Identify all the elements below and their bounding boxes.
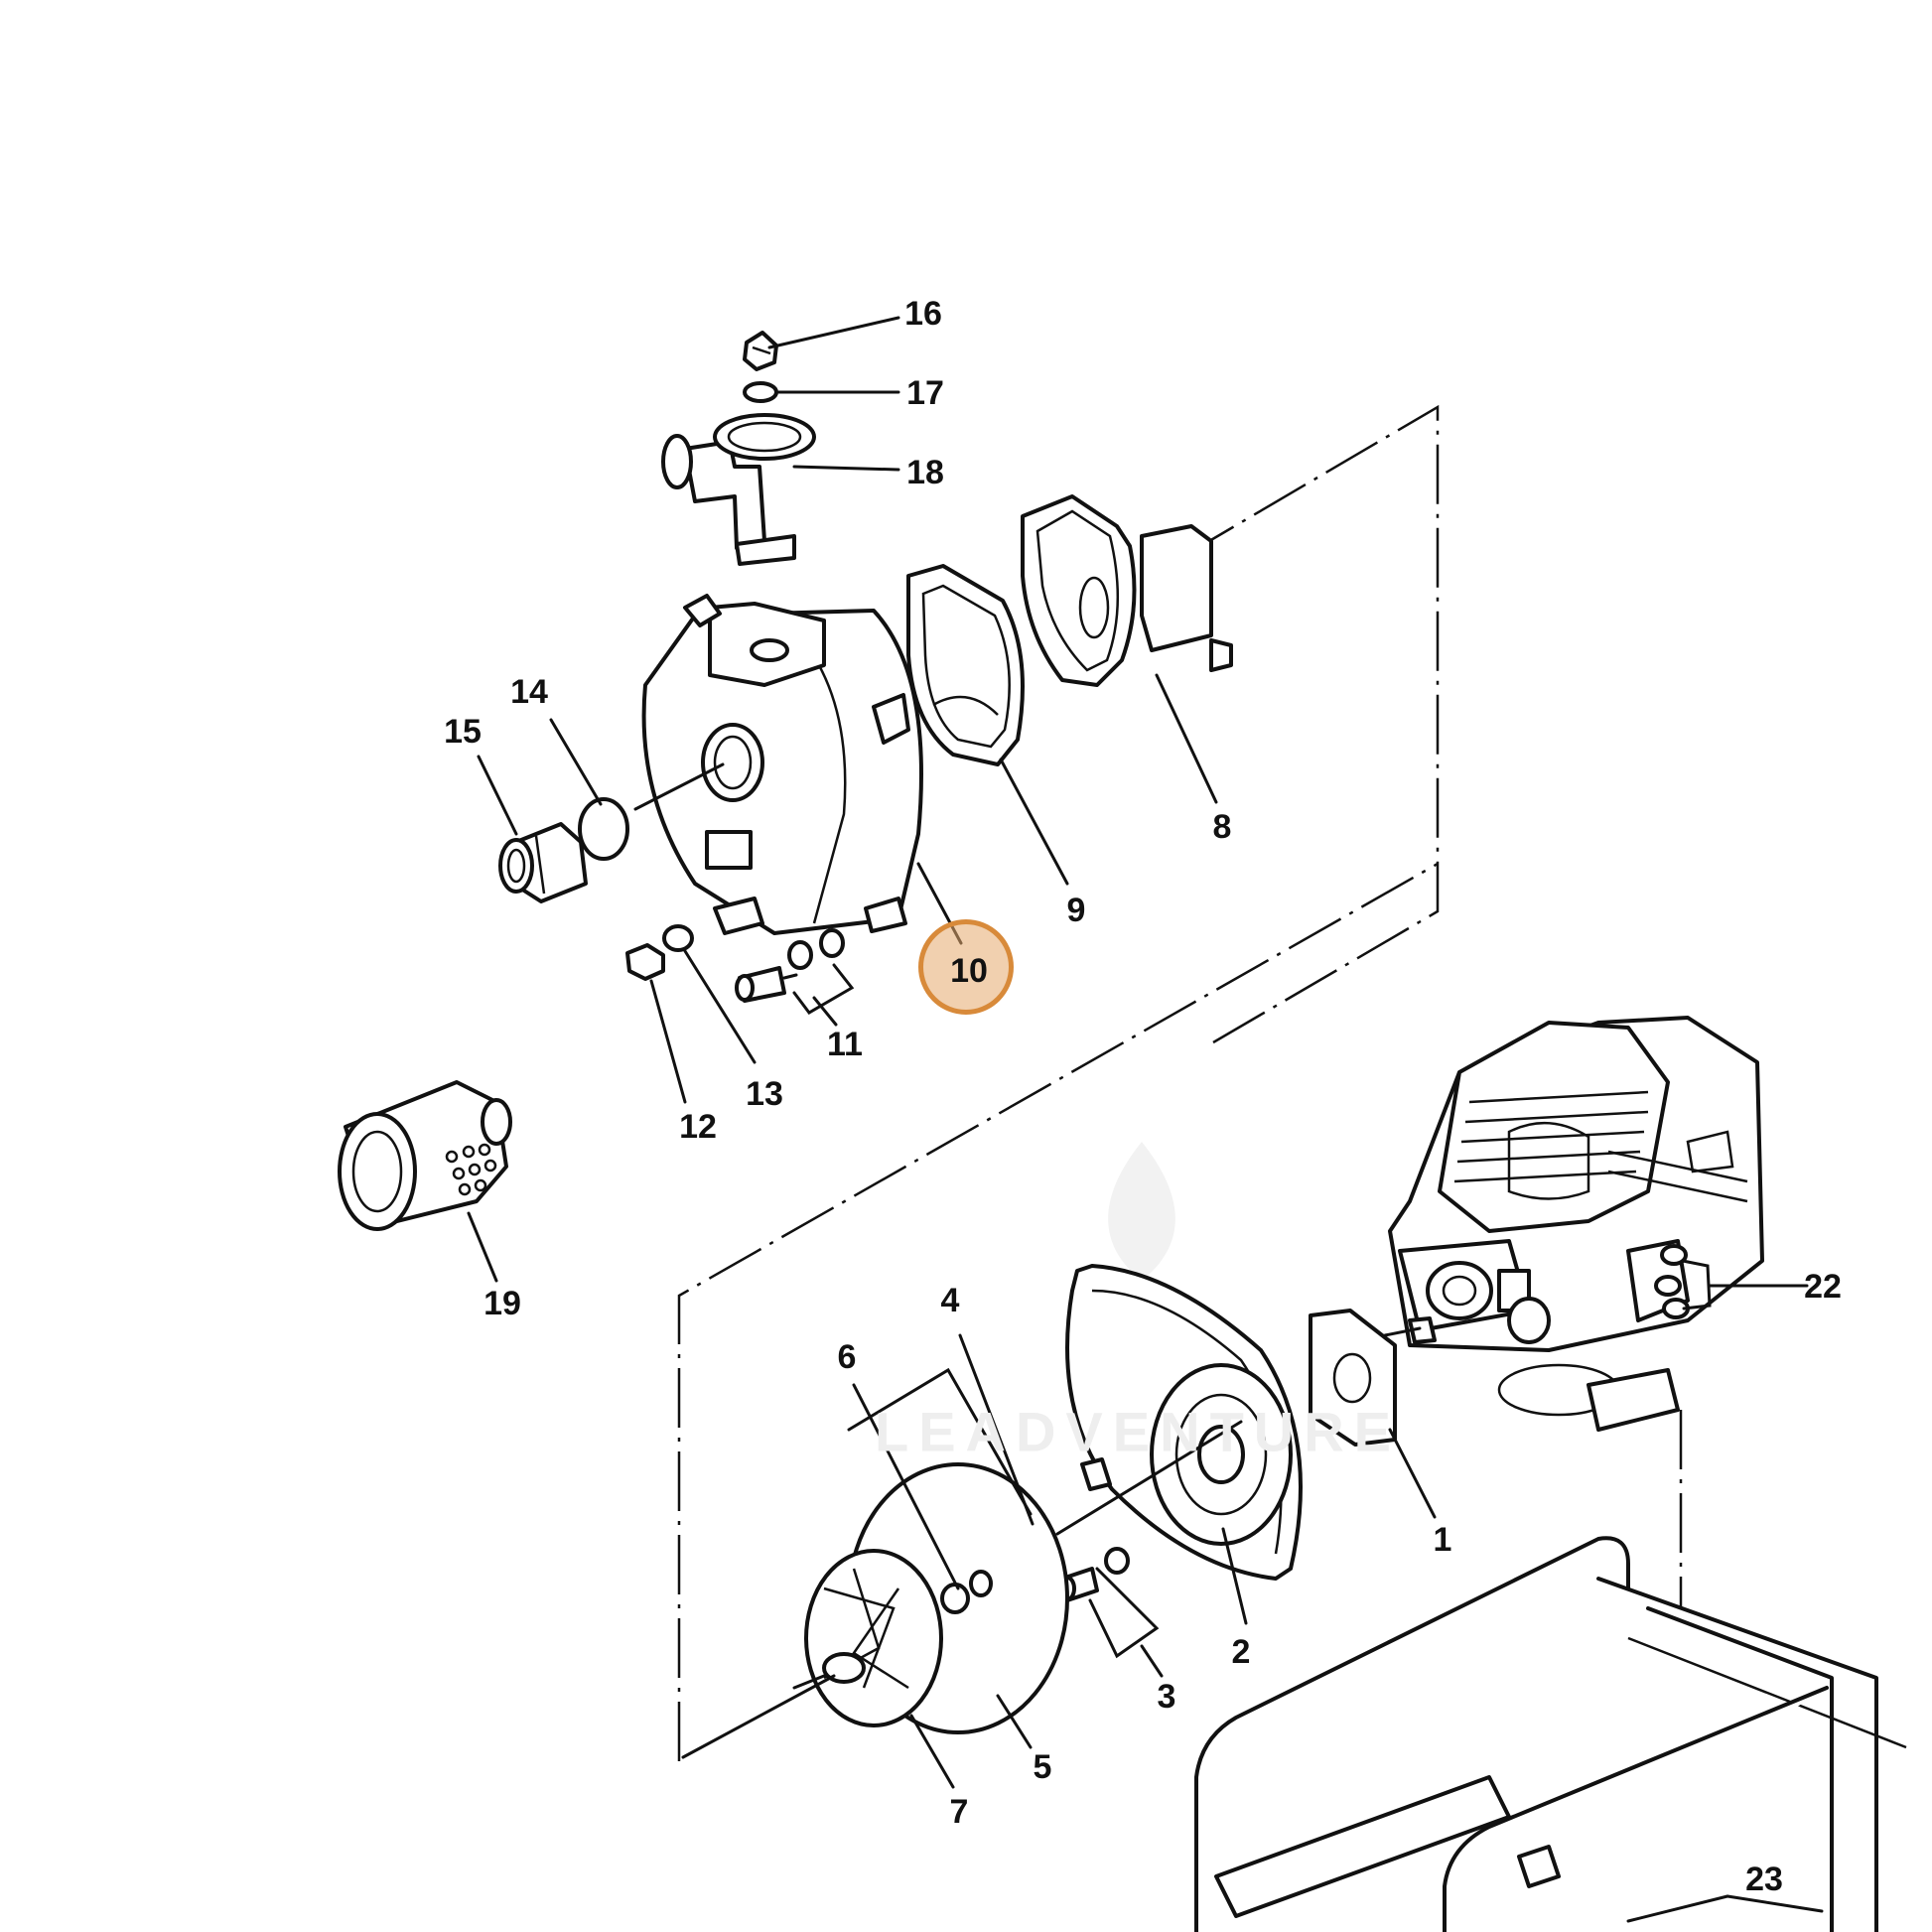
part-22-nuts xyxy=(1654,1244,1712,1319)
part-18-outlet-elbow xyxy=(661,413,816,566)
part-19-strainer xyxy=(338,1080,512,1231)
watermark-flame-icon xyxy=(1108,1142,1175,1281)
callout-3[interactable]: 3 xyxy=(1157,1678,1176,1716)
part-6-nut-washer xyxy=(847,1367,1033,1614)
watermark-text: LEADVENTURE xyxy=(874,1400,1402,1463)
part-8-discharge-housing xyxy=(1021,494,1233,687)
leader-lines xyxy=(467,316,1824,1923)
lower-frame-line xyxy=(677,862,1439,1761)
callout-10[interactable]: 10 xyxy=(950,952,988,990)
part-15-inlet-fitting xyxy=(498,822,588,903)
callout-15[interactable]: 15 xyxy=(444,713,482,751)
part-17-washer xyxy=(743,381,778,403)
part-3-bolt-washer xyxy=(1058,1547,1160,1659)
callout-1[interactable]: 1 xyxy=(1433,1521,1452,1559)
part-7-impeller xyxy=(792,1549,943,1727)
part-16-plug xyxy=(743,331,778,371)
part-12-drain-plug xyxy=(625,943,665,981)
callout-4[interactable]: 4 xyxy=(940,1282,960,1319)
callout-18[interactable]: 18 xyxy=(906,454,944,491)
part-11-bolt-washers xyxy=(735,928,855,1015)
callout-13[interactable]: 13 xyxy=(746,1075,783,1113)
callout-17[interactable]: 17 xyxy=(906,374,944,412)
callout-2[interactable]: 2 xyxy=(1231,1633,1251,1671)
upper-frame-line xyxy=(1208,404,1440,1044)
callout-8[interactable]: 8 xyxy=(1212,808,1232,846)
pump-frame xyxy=(1194,1536,1907,1932)
callout-19[interactable]: 19 xyxy=(483,1285,521,1322)
part-2-bracket xyxy=(1065,1264,1303,1581)
callout-5[interactable]: 5 xyxy=(1033,1748,1052,1786)
callout-12[interactable]: 12 xyxy=(679,1108,717,1146)
callout-16[interactable]: 16 xyxy=(904,295,942,333)
engine-block xyxy=(1383,1016,1764,1432)
part-9-gasket xyxy=(906,564,1025,766)
part-14-o-ring xyxy=(578,797,629,861)
callout-22[interactable]: 22 xyxy=(1804,1268,1842,1306)
highlight-marker-10[interactable] xyxy=(918,919,1014,1015)
callout-11[interactable]: 11 xyxy=(827,1026,863,1063)
part-10-pump-casing xyxy=(641,594,923,935)
callout-9[interactable]: 9 xyxy=(1066,892,1086,929)
callout-23[interactable]: 23 xyxy=(1745,1861,1783,1898)
callout-6[interactable]: 6 xyxy=(837,1338,857,1376)
callout-7[interactable]: 7 xyxy=(949,1793,969,1831)
part-13-washer xyxy=(662,924,694,952)
callout-14[interactable]: 14 xyxy=(510,673,548,711)
